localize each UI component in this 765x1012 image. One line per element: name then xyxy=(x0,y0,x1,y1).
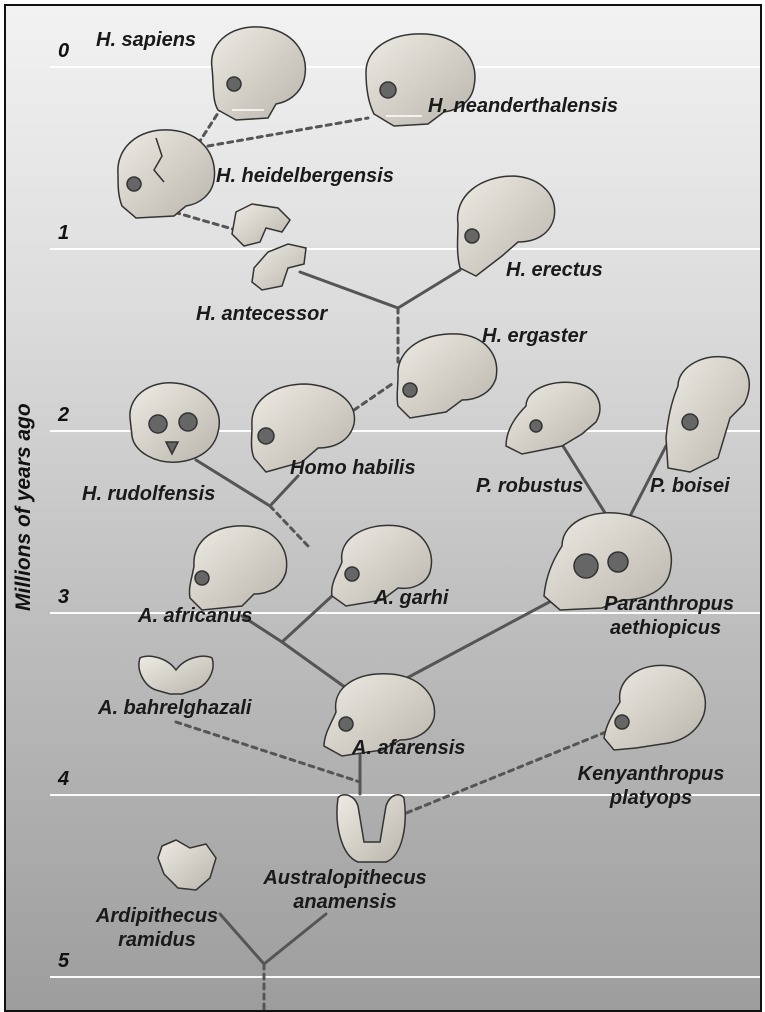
label-a-bahrelghazali: A. bahrelghazali xyxy=(98,696,251,720)
skull-a-africanus-icon xyxy=(189,526,286,610)
label-h-heidelbergensis: H. heidelbergensis xyxy=(216,164,394,188)
label-ardipithecus-2: ramidus xyxy=(82,928,232,952)
label-a-garhi: A. garhi xyxy=(374,586,448,610)
skull-p-robustus-icon xyxy=(506,382,600,454)
label-homo-habilis: Homo habilis xyxy=(290,456,416,480)
label-a-africanus: A. africanus xyxy=(138,604,252,628)
link-heidel-neander xyxy=(208,118,368,146)
label-h-sapiens: H. sapiens xyxy=(96,28,196,52)
skull-a-bahrelghazali-icon xyxy=(139,656,213,694)
label-a-afarensis: A. afarensis xyxy=(352,736,465,760)
skull-h-heidelbergensis-icon xyxy=(118,130,215,218)
label-h-rudolfensis: H. rudolfensis xyxy=(82,482,215,506)
link-habilis-ergaster xyxy=(354,384,392,410)
skull-h-rudolfensis-icon xyxy=(130,383,219,462)
skull-h-sapiens-icon xyxy=(212,27,306,120)
label-ardipithecus-1: Ardipithecus xyxy=(82,904,232,928)
label-h-neanderthalensis: H. neanderthalensis xyxy=(428,94,618,118)
phylogeny-figure: 0 1 2 3 4 5 Millions of years ago xyxy=(4,4,762,1012)
label-p-boisei: P. boisei xyxy=(650,474,730,498)
skull-p-boisei-icon xyxy=(666,357,749,472)
label-h-erectus: H. erectus xyxy=(506,258,603,282)
skull-ardipithecus-ramidus-icon xyxy=(158,840,216,890)
link-anamensis-root xyxy=(264,914,326,964)
label-paranthropus-aethiopicus-2: aethiopicus xyxy=(610,616,721,640)
label-h-ergaster: H. ergaster xyxy=(482,324,587,348)
label-kenyanthropus-2: platyops xyxy=(576,786,726,810)
skull-australopithecus-anamensis-icon xyxy=(337,795,405,862)
link-split-garhi xyxy=(282,596,332,642)
label-paranthropus-aethiopicus-1: Paranthropus xyxy=(604,592,734,616)
lineage-diagram xyxy=(6,6,760,1010)
skull-kenyanthropus-platyops-icon xyxy=(604,665,705,750)
label-h-antecessor: H. antecessor xyxy=(196,302,327,326)
link-habilis-split xyxy=(270,476,298,506)
link-heidel-sapiens xyxy=(198,110,220,144)
label-australopithecus-anamensis-1: Australopithecus xyxy=(260,866,430,890)
skull-h-antecessor-icon xyxy=(232,204,306,290)
link-erectus-node xyxy=(398,270,460,308)
label-p-robustus: P. robustus xyxy=(476,474,583,498)
label-australopithecus-anamensis-2: anamensis xyxy=(260,890,430,914)
label-kenyanthropus-1: Kenyanthropus xyxy=(576,762,726,786)
